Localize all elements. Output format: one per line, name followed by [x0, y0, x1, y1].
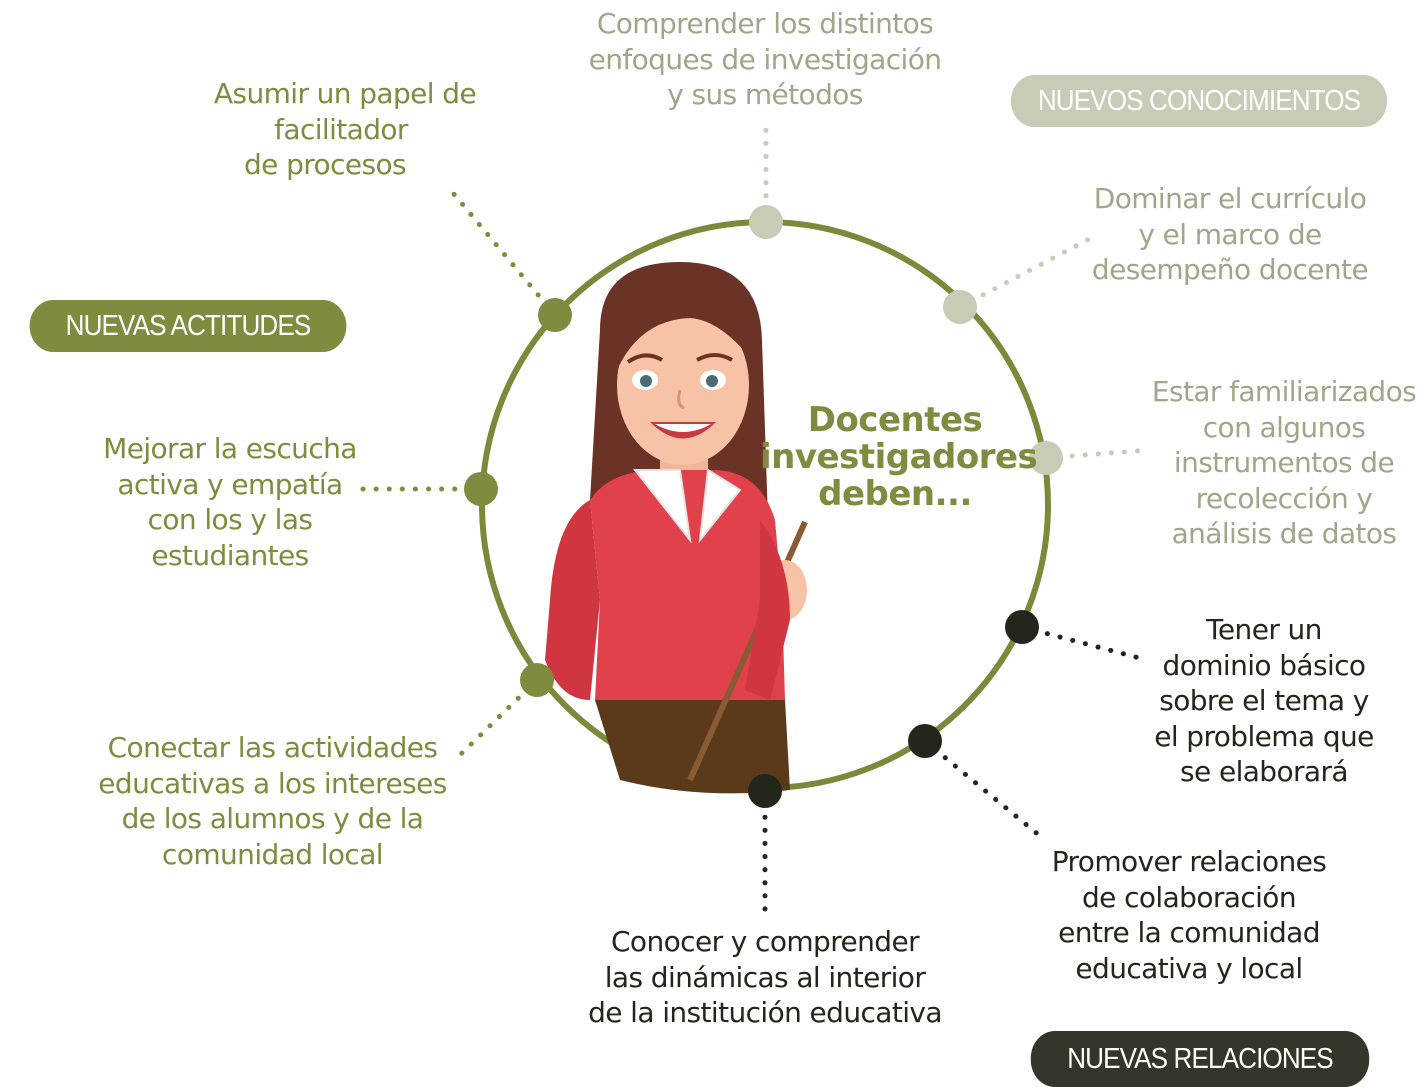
item-line: se elaborará — [1180, 755, 1349, 788]
node-promover — [908, 724, 942, 758]
node-escucha — [464, 472, 498, 506]
item-line: Comprender los distintos — [596, 7, 934, 40]
item-line: dominio básico — [1162, 648, 1367, 682]
right-arm-shape — [745, 520, 790, 700]
category-label-relaciones: NUEVAS RELACIONES — [1067, 1042, 1333, 1075]
collar-right-shape — [698, 468, 742, 544]
item-line: recolección y — [1195, 481, 1373, 515]
center-title: Docentes investigadores deben... — [760, 400, 1038, 514]
item-line: educativa y local — [1075, 951, 1303, 985]
item-line: Conocer y comprender — [610, 925, 920, 958]
item-line: instrumentos de — [1173, 446, 1395, 479]
connector-dominio — [1019, 624, 1150, 663]
node-enfoques — [749, 205, 783, 239]
item-facilitador: Asumir un papel de facilitador de proces… — [195, 76, 495, 183]
nose-shape — [677, 389, 685, 410]
teacher-illustration — [545, 262, 808, 794]
skirt-shape — [595, 700, 790, 794]
item-line: Mejorar la escucha — [103, 432, 357, 465]
item-line: entre la comunidad — [1058, 916, 1320, 949]
connector-instrumentos — [1043, 447, 1151, 461]
category-pill-relaciones: NUEVAS RELACIONES — [1030, 1031, 1370, 1087]
item-line: Promover relaciones — [1051, 845, 1327, 878]
item-line: activa y empatía — [117, 467, 343, 501]
node-dominio — [1005, 610, 1039, 644]
item-line: Tener un — [1206, 613, 1322, 646]
center-title-line: investigadores — [760, 437, 1038, 477]
item-dominio: Tener un dominio básico sobre el tema y … — [1140, 612, 1388, 790]
item-line: sobre el tema y — [1159, 684, 1369, 717]
node-dinamicas — [748, 774, 782, 808]
item-line: con algunos — [1202, 410, 1366, 444]
item-line: con los y las — [147, 503, 313, 536]
item-line: de procesos — [243, 148, 407, 181]
left-eyebrow — [626, 353, 664, 364]
category-pill-conocimientos: NUEVOS CONOCIMIENTOS — [1010, 75, 1388, 127]
left-pupil — [640, 375, 652, 387]
connector-promover — [922, 738, 1043, 839]
collar-left-shape — [632, 469, 692, 544]
item-conectar: Conectar las actividades educativas a lo… — [90, 730, 455, 872]
item-enfoques: Comprender los distintos enfoques de inv… — [570, 6, 960, 113]
item-line: de colaboración — [1082, 880, 1297, 914]
right-eyebrow — [696, 353, 734, 362]
left-arm-shape — [545, 500, 600, 700]
node-instrumentos — [1029, 441, 1063, 475]
item-line: Conectar las actividades — [107, 731, 438, 764]
face-shape — [617, 305, 749, 465]
category-label-conocimientos: NUEVOS CONOCIMIENTOS — [1037, 84, 1361, 117]
connector-conectar — [457, 677, 540, 758]
item-dinamicas: Conocer y comprender las dinámicas al in… — [570, 924, 960, 1031]
item-line: Dominar el currículo — [1093, 182, 1367, 215]
connector-curriculo — [957, 234, 1096, 310]
hair-front-shape — [617, 285, 753, 370]
node-facilitador — [538, 298, 572, 332]
item-line: y el marco de — [1138, 217, 1322, 251]
item-line: comunidad local — [162, 837, 384, 871]
node-curriculo — [943, 290, 977, 324]
item-instrumentos: Estar familiarizados con algunos instrum… — [1148, 374, 1420, 552]
node-conectar — [520, 663, 554, 697]
right-pupil — [706, 375, 718, 387]
item-line: de los alumnos y de la — [121, 802, 424, 835]
connector-facilitador — [445, 184, 558, 318]
item-line: desempeño docente — [1091, 253, 1369, 286]
item-line: de la institución educativa — [588, 996, 942, 1029]
item-line: el problema que — [1154, 719, 1374, 753]
center-title-line: deben... — [818, 474, 972, 514]
item-line: Estar familiarizados — [1151, 375, 1417, 408]
item-line: Asumir un papel de — [213, 77, 477, 110]
item-line: las dinámicas al interior — [604, 960, 926, 994]
item-escucha: Mejorar la escucha activa y empatía con … — [90, 431, 370, 573]
item-line: y sus métodos — [667, 78, 863, 111]
item-line: enfoques de investigación — [588, 42, 942, 76]
item-line: análisis de datos — [1171, 517, 1397, 550]
item-promover: Promover relaciones de colaboración entr… — [1038, 844, 1340, 986]
item-line: educativas a los intereses — [98, 766, 447, 800]
center-title-line: Docentes — [807, 400, 983, 440]
item-line: facilitador — [274, 112, 408, 146]
item-curriculo: Dominar el currículo y el marco de desem… — [1075, 181, 1385, 288]
category-label-actitudes: NUEVAS ACTITUDES — [65, 309, 312, 342]
category-pill-actitudes: NUEVAS ACTITUDES — [29, 300, 347, 352]
sweater-shape — [590, 470, 785, 700]
teeth-shape — [655, 424, 711, 432]
item-line: estudiantes — [151, 538, 309, 572]
